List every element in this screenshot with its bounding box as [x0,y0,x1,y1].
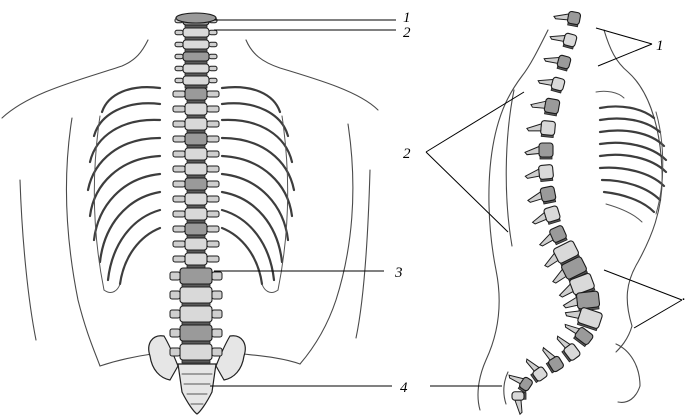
vertebra [173,178,219,193]
label-side-thoracic: 2 [403,146,411,162]
label-front-lumbar: 3 [394,265,403,281]
label-side-lumbar: . [682,288,686,304]
vertebra [173,163,219,178]
side-vertebra [537,73,566,93]
side-vertebra [549,29,578,49]
vertebra [175,64,217,76]
front-right-ribcage [222,87,294,292]
front-left-ribcage [88,87,160,292]
vertebra [170,287,222,306]
vertebra [170,344,222,363]
vertebra [173,118,219,133]
side-vertebra [526,119,555,137]
side-vertebra [524,164,553,182]
label-front-cervical-top: 1 [403,10,411,26]
vertebra [173,223,219,238]
vertebra [173,88,219,103]
vertebra [173,103,219,118]
vertebra [173,148,219,163]
label-front-sacrum: 4 [400,380,408,396]
side-vertebra [543,51,572,71]
side-vertebra [525,143,553,159]
front-vertebral-column [170,13,222,363]
vertebra [170,306,222,325]
vertebra [173,208,219,223]
vertebra [173,238,219,253]
side-vertebra [506,368,534,393]
vertebra [173,133,219,148]
vertebra [173,193,219,208]
side-vertebral-column [506,9,603,415]
side-ribcage [596,91,666,222]
side-vertebra [530,205,561,228]
side-vertebra [512,392,526,415]
atlas [176,13,216,23]
vertebra [173,253,219,268]
side-vertebra [526,186,557,207]
vertebra [170,325,222,344]
side-view: 1 2 . [403,9,686,415]
front-view: 1 2 3 4 [2,10,411,414]
vertebra [175,76,217,88]
side-vertebra [530,95,560,116]
side-vertebra [553,9,581,27]
label-side-cervical: 1 [656,38,664,54]
vertebra [175,40,217,52]
vertebra [175,28,217,40]
vertebra [175,52,217,64]
label-front-cervical-second: 2 [403,25,411,41]
